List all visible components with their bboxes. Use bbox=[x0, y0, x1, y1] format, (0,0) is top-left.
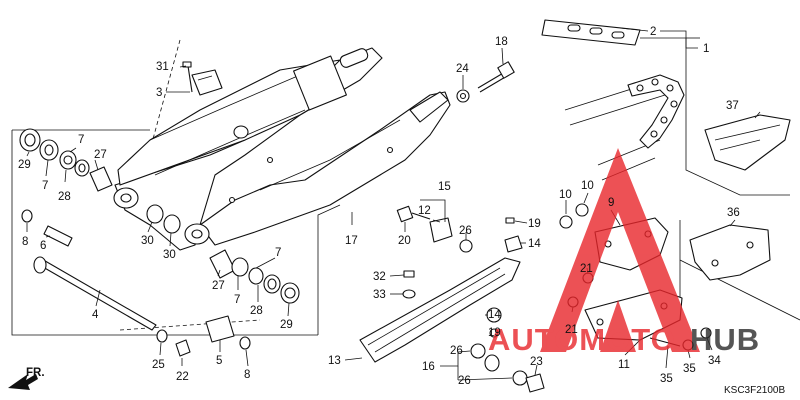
bolt-18 bbox=[456, 61, 515, 103]
pivot-bolt bbox=[21, 209, 251, 357]
chain-slider-13 bbox=[359, 257, 521, 363]
drive-chain bbox=[541, 19, 685, 181]
callout-20: 20 bbox=[398, 235, 411, 247]
callout-29a: 29 bbox=[18, 159, 31, 171]
callout-4: 4 bbox=[92, 309, 99, 321]
callout-25: 25 bbox=[152, 359, 165, 371]
callout-33: 33 bbox=[373, 289, 386, 301]
callout-27a: 27 bbox=[94, 149, 107, 161]
front-direction-label: FR. bbox=[26, 367, 45, 379]
callout-17: 17 bbox=[345, 235, 358, 247]
swingarm bbox=[113, 47, 451, 251]
callout-9: 9 bbox=[608, 197, 614, 209]
callout-labels: 1 2 3 4 5 6 7 7 7 7 8 8 9 10 10 11 12 13… bbox=[18, 26, 740, 387]
callout-8a: 8 bbox=[22, 236, 28, 248]
chain-guide-36 bbox=[689, 224, 771, 281]
callout-10a: 10 bbox=[559, 189, 572, 201]
callout-5: 5 bbox=[216, 355, 222, 367]
callout-14a: 14 bbox=[528, 238, 541, 250]
callout-8b: 8 bbox=[244, 369, 250, 381]
callout-1: 1 bbox=[703, 43, 709, 55]
callout-28a: 28 bbox=[58, 191, 71, 203]
callout-30b: 30 bbox=[163, 249, 176, 261]
front-direction-arrow bbox=[8, 374, 38, 390]
callout-15: 15 bbox=[438, 181, 451, 193]
callout-7a: 7 bbox=[78, 134, 84, 146]
callout-7d: 7 bbox=[234, 294, 240, 306]
mount-bracket bbox=[182, 61, 223, 96]
callout-16: 16 bbox=[422, 361, 435, 373]
callout-34: 34 bbox=[708, 355, 721, 367]
callout-21b: 21 bbox=[565, 324, 578, 336]
callout-12: 12 bbox=[418, 205, 431, 217]
chain-guide-37 bbox=[704, 114, 791, 171]
callout-22: 22 bbox=[176, 371, 189, 383]
callout-29b: 29 bbox=[280, 319, 293, 331]
diagram-code: KSC3F2100B bbox=[724, 385, 785, 396]
callout-26a: 26 bbox=[459, 225, 472, 237]
shock-link-parts bbox=[396, 205, 545, 393]
callout-19b: 19 bbox=[488, 327, 501, 339]
leader-lines bbox=[26, 27, 761, 381]
callout-2: 2 bbox=[650, 26, 656, 38]
callout-14b: 14 bbox=[488, 309, 501, 321]
callout-11: 11 bbox=[618, 359, 630, 371]
callout-35a: 35 bbox=[683, 363, 696, 375]
callout-27b: 27 bbox=[212, 280, 225, 292]
callout-37: 37 bbox=[726, 100, 739, 112]
callout-28b: 28 bbox=[250, 305, 263, 317]
callout-24: 24 bbox=[456, 63, 469, 75]
callout-21a: 21 bbox=[580, 263, 593, 275]
callout-10b: 10 bbox=[581, 180, 594, 192]
callout-26c: 26 bbox=[458, 375, 471, 387]
watermark-brand-hub: HUB bbox=[690, 322, 760, 357]
callout-7b: 7 bbox=[42, 180, 48, 192]
callout-6: 6 bbox=[40, 240, 46, 252]
right-pivot-bearings bbox=[209, 249, 300, 304]
callout-13: 13 bbox=[328, 355, 341, 367]
callout-18: 18 bbox=[495, 36, 508, 48]
callout-32: 32 bbox=[373, 271, 386, 283]
watermark-brand-auto: AUTOMOTO bbox=[488, 322, 676, 357]
callout-23: 23 bbox=[530, 356, 543, 368]
callout-26b: 26 bbox=[450, 345, 463, 357]
callout-31: 31 bbox=[156, 61, 169, 73]
callout-36: 36 bbox=[727, 207, 740, 219]
left-pivot-bearings bbox=[19, 128, 181, 234]
callout-30a: 30 bbox=[141, 235, 154, 247]
watermark: AUTOMOTO HUB bbox=[488, 148, 760, 357]
callout-7c: 7 bbox=[275, 247, 281, 259]
callout-3: 3 bbox=[156, 87, 162, 99]
callout-35b: 35 bbox=[660, 373, 673, 385]
callout-19a: 19 bbox=[528, 218, 541, 230]
